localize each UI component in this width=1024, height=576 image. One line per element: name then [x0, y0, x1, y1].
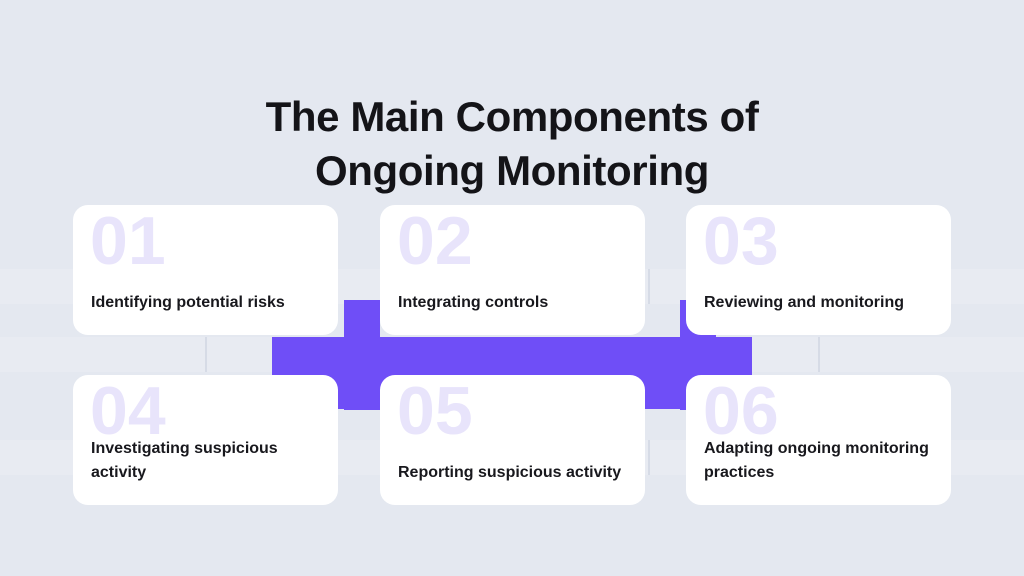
card-label: Investigating suspicious activity	[91, 440, 278, 481]
card-number-watermark: 05	[397, 375, 473, 449]
card-label: Reporting suspicious activity	[398, 464, 622, 481]
component-card-04[interactable]: 04 Investigating suspicious activity	[73, 375, 338, 505]
grid-line	[818, 337, 820, 372]
page-title: The Main Components of Ongoing Monitorin…	[0, 90, 1024, 198]
grid-line	[648, 269, 650, 304]
connector-stem-left	[344, 300, 380, 410]
card-number-watermark: 02	[397, 205, 473, 279]
title-line-2: Ongoing Monitoring	[314, 146, 709, 194]
card-label: Identifying potential risks	[91, 294, 285, 311]
card-number-watermark: 04	[90, 375, 166, 449]
card-label: Reviewing and monitoring	[704, 294, 905, 311]
grid-band	[0, 337, 1024, 372]
grid-line	[205, 337, 207, 372]
component-card-05[interactable]: 05 Reporting suspicious activity	[380, 375, 645, 505]
card-label: Adapting ongoing monitoring practices	[704, 440, 929, 481]
card-label: Integrating controls	[398, 294, 549, 311]
component-card-01[interactable]: 01 Identifying potential risks	[73, 205, 338, 335]
card-number-watermark: 06	[703, 375, 779, 449]
title-line-1: The Main Components of	[265, 93, 759, 141]
component-card-06[interactable]: 06 Adapting ongoing monitoring practices	[686, 375, 951, 505]
grid-line	[648, 440, 650, 475]
component-card-02[interactable]: 02 Integrating controls	[380, 205, 645, 335]
card-number-watermark: 03	[703, 205, 779, 279]
card-number-watermark: 01	[90, 205, 166, 279]
component-card-03[interactable]: 03 Reviewing and monitoring	[686, 205, 951, 335]
